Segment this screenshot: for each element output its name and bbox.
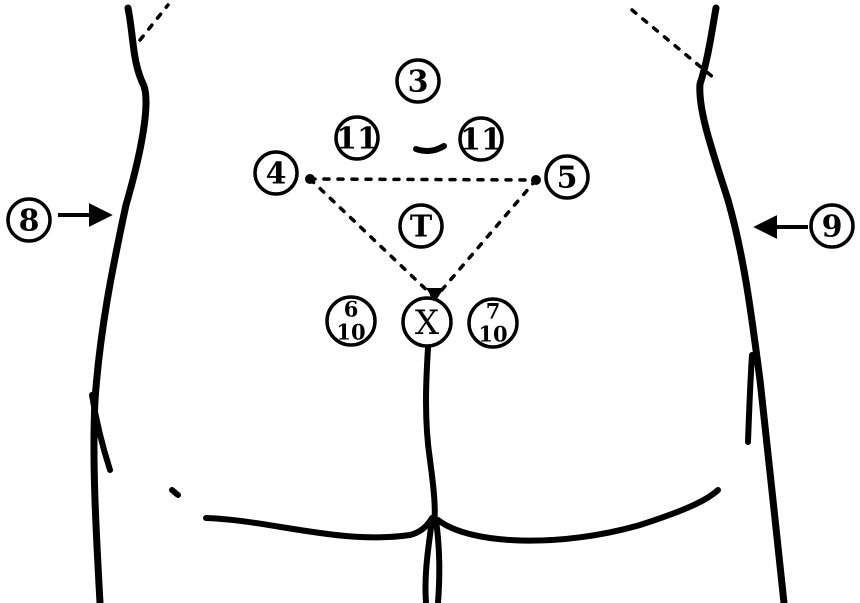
svg-text:X: X <box>415 303 440 343</box>
gluteal-cleft-left <box>425 520 432 603</box>
svg-text:4: 4 <box>266 157 287 192</box>
svg-text:10: 10 <box>336 320 365 345</box>
svg-text:9: 9 <box>822 210 843 245</box>
marker-X: X <box>403 298 451 346</box>
point-4-dot <box>305 174 315 184</box>
triangle-top-edge <box>310 179 536 180</box>
triangle-right-edge <box>435 180 536 298</box>
left-gluteal-fold <box>206 518 432 537</box>
svg-text:8: 8 <box>19 204 40 239</box>
right-gluteal-fold <box>438 490 718 541</box>
marker-11-right: 11 <box>460 118 502 160</box>
marker-6-10: 6 10 <box>327 297 375 346</box>
svg-text:5: 5 <box>557 161 578 196</box>
svg-text:11: 11 <box>460 123 502 158</box>
marker-8: 8 <box>8 199 50 241</box>
left-torso-outline <box>94 8 146 603</box>
marker-9: 9 <box>811 205 853 247</box>
marker-3: 3 <box>397 60 439 102</box>
marker-7-10: 7 10 <box>469 299 517 348</box>
center-mark <box>416 146 444 151</box>
marker-T: T <box>400 205 442 247</box>
svg-text:7: 7 <box>486 299 501 324</box>
marker-11-left: 11 <box>336 117 378 159</box>
svg-text:10: 10 <box>478 322 507 347</box>
left-scapula-dots <box>140 5 168 40</box>
gluteal-cleft-right <box>436 520 439 603</box>
right-hip-line <box>748 355 752 442</box>
svg-text:11: 11 <box>336 122 378 157</box>
left-fold-dot <box>172 490 178 495</box>
svg-text:T: T <box>410 210 433 245</box>
svg-text:3: 3 <box>408 65 429 100</box>
point-5-dot <box>531 175 541 185</box>
marker-4: 4 <box>255 152 297 194</box>
right-torso-outline <box>700 8 784 603</box>
marker-5: 5 <box>546 156 588 198</box>
right-scapula-dots <box>632 10 714 78</box>
svg-text:6: 6 <box>344 297 359 322</box>
spine-line <box>426 348 435 525</box>
